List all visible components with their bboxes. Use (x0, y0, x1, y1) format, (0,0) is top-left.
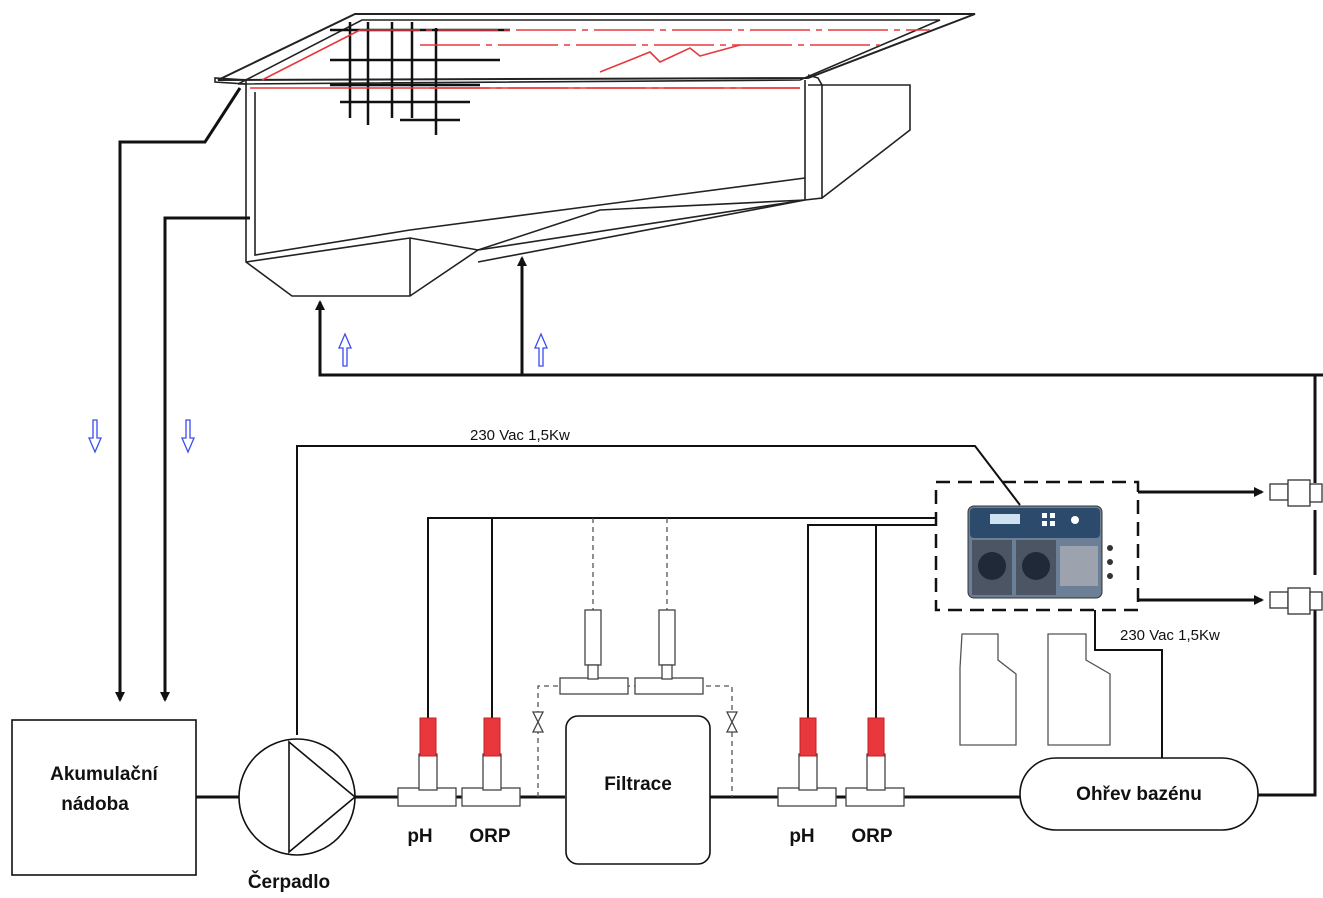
solenoid-valves (1269, 479, 1323, 615)
dosing-controller (967, 505, 1113, 599)
orp-label-left: ORP (469, 826, 511, 847)
flow-up-icon (534, 332, 548, 367)
ph-label-right: pH (789, 826, 814, 847)
probe-fittings (397, 753, 905, 807)
filter-unit (565, 715, 711, 865)
pump-symbol (238, 738, 357, 856)
heater-label: Ohřev bazénu (1076, 784, 1202, 805)
chemical-canisters (959, 633, 1111, 746)
bypass-components (531, 609, 739, 733)
ph-label-left: pH (407, 826, 432, 847)
tank-label-line1: Akumulační (50, 764, 158, 785)
probe-sensors (419, 717, 885, 757)
flow-down-icon (88, 419, 102, 454)
pump-label: Čerpadlo (248, 871, 330, 893)
pipe-network (115, 87, 1323, 799)
flow-arrows (88, 332, 548, 454)
orp-label-right: ORP (851, 826, 893, 847)
filter-label: Filtrace (604, 774, 672, 795)
power-label-top: 230 Vac 1,5Kw (470, 427, 570, 444)
signal-wiring (296, 445, 1163, 758)
pool-water-level (250, 29, 930, 89)
flow-up-icon (338, 332, 352, 367)
pool-basin (214, 13, 976, 297)
flow-down-icon (181, 419, 195, 454)
power-label-right: 230 Vac 1,5Kw (1120, 627, 1220, 644)
controller-enclosure (934, 480, 1140, 612)
tank-label-line2: nádoba (61, 794, 129, 815)
accumulation-tank (11, 719, 197, 876)
pool-heater (1019, 757, 1259, 831)
